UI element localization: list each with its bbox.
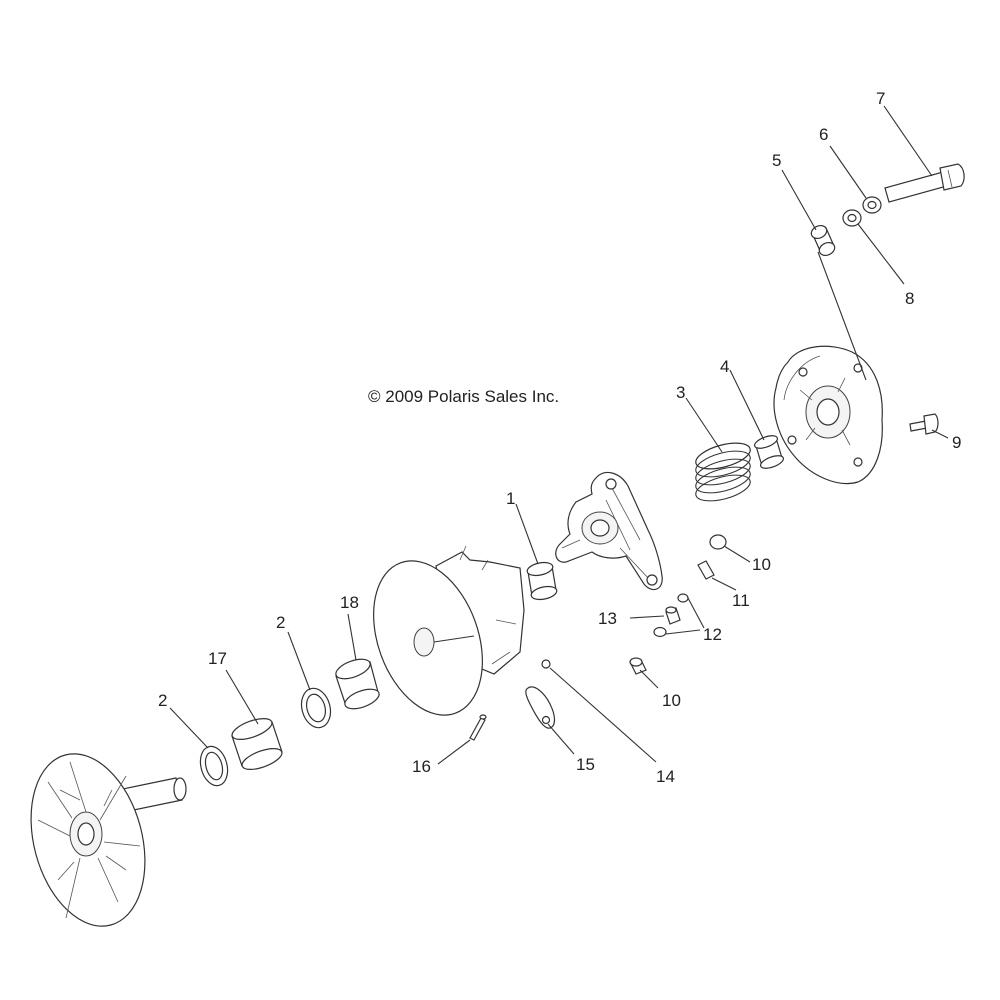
part-11-pin bbox=[697, 560, 715, 580]
part-8-washer bbox=[842, 209, 862, 227]
part-18-bushing bbox=[335, 658, 380, 710]
callout-1: 1 bbox=[506, 489, 515, 508]
callout-14: 14 bbox=[656, 767, 675, 786]
part-12-nut-a bbox=[677, 593, 689, 603]
callout-10-upper: 10 bbox=[752, 555, 771, 574]
part-5-bushing bbox=[810, 224, 836, 257]
part-12-nut-b bbox=[653, 626, 667, 638]
callout-2-lower: 2 bbox=[158, 691, 167, 710]
callout-13: 13 bbox=[598, 609, 617, 628]
part-4-ring bbox=[753, 435, 785, 469]
callout-labels: 7 6 5 8 9 4 3 1 10 11 12 13 10 14 15 16 … bbox=[158, 89, 961, 786]
callout-12: 12 bbox=[703, 625, 722, 644]
callout-6: 6 bbox=[819, 125, 828, 144]
part-10-roller-lower bbox=[629, 657, 647, 675]
callout-11: 11 bbox=[732, 591, 750, 610]
part-10-roller-upper bbox=[709, 534, 727, 550]
callout-17: 17 bbox=[208, 649, 227, 668]
part-14-nut bbox=[541, 659, 551, 669]
callout-18: 18 bbox=[340, 593, 359, 612]
callout-7: 7 bbox=[876, 89, 885, 108]
spider-carrier bbox=[555, 471, 663, 591]
part-2-washer-lower bbox=[199, 745, 229, 787]
callout-9: 9 bbox=[952, 433, 961, 452]
callout-16: 16 bbox=[412, 757, 431, 776]
part-17-bushing bbox=[231, 718, 283, 770]
callout-4: 4 bbox=[720, 357, 729, 376]
leader-lines bbox=[169, 105, 949, 765]
part-13-bushing bbox=[665, 606, 681, 625]
callout-8: 8 bbox=[905, 289, 914, 308]
fixed-sheave bbox=[30, 753, 187, 927]
moveable-sheave bbox=[373, 545, 525, 716]
callout-2-upper: 2 bbox=[276, 613, 285, 632]
callout-15: 15 bbox=[576, 755, 595, 774]
callout-10-lower: 10 bbox=[662, 691, 681, 710]
cover-plate bbox=[773, 345, 883, 485]
part-15-weight bbox=[525, 686, 556, 729]
part-2-washer-upper bbox=[300, 687, 332, 729]
callout-3: 3 bbox=[676, 383, 685, 402]
copyright-text: © 2009 Polaris Sales Inc. bbox=[368, 387, 559, 406]
part-6-washer bbox=[862, 196, 882, 214]
part-1-ring bbox=[526, 561, 558, 601]
part-3-spring bbox=[695, 442, 751, 502]
part-7-bolt bbox=[884, 163, 965, 203]
part-16-pin bbox=[469, 714, 487, 741]
callout-5: 5 bbox=[772, 151, 781, 170]
